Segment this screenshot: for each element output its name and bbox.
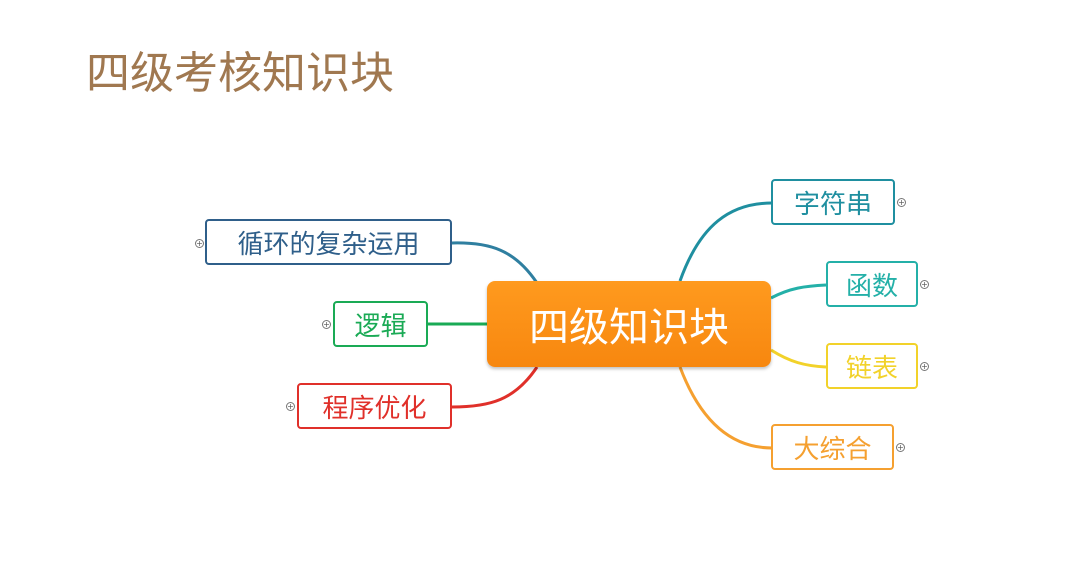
- branch-string[interactable]: 字符串: [771, 179, 895, 225]
- branch-linked-list[interactable]: 链表: [826, 343, 918, 389]
- connector-func: [770, 283, 827, 300]
- branch-optimization[interactable]: 程序优化: [297, 383, 452, 429]
- connector-comp: [678, 366, 773, 450]
- central-topic[interactable]: 四级知识块: [487, 281, 771, 367]
- plus-circle-icon[interactable]: +: [195, 239, 204, 248]
- connector-optim: [451, 366, 539, 409]
- plus-circle-icon[interactable]: +: [322, 320, 331, 329]
- plus-circle-icon[interactable]: +: [920, 280, 929, 289]
- branch-function[interactable]: 函数: [826, 261, 918, 307]
- connector-loops: [451, 241, 539, 284]
- plus-circle-icon[interactable]: +: [896, 443, 905, 452]
- branch-loops[interactable]: 循环的复杂运用: [205, 219, 452, 265]
- page-title: 四级考核知识块: [86, 48, 394, 99]
- plus-circle-icon[interactable]: +: [286, 402, 295, 411]
- plus-circle-icon[interactable]: +: [920, 362, 929, 371]
- connector-list: [770, 348, 827, 369]
- branch-comprehensive[interactable]: 大综合: [771, 424, 894, 470]
- plus-circle-icon[interactable]: +: [897, 198, 906, 207]
- connector-string: [678, 201, 773, 282]
- branch-logic[interactable]: 逻辑: [333, 301, 428, 347]
